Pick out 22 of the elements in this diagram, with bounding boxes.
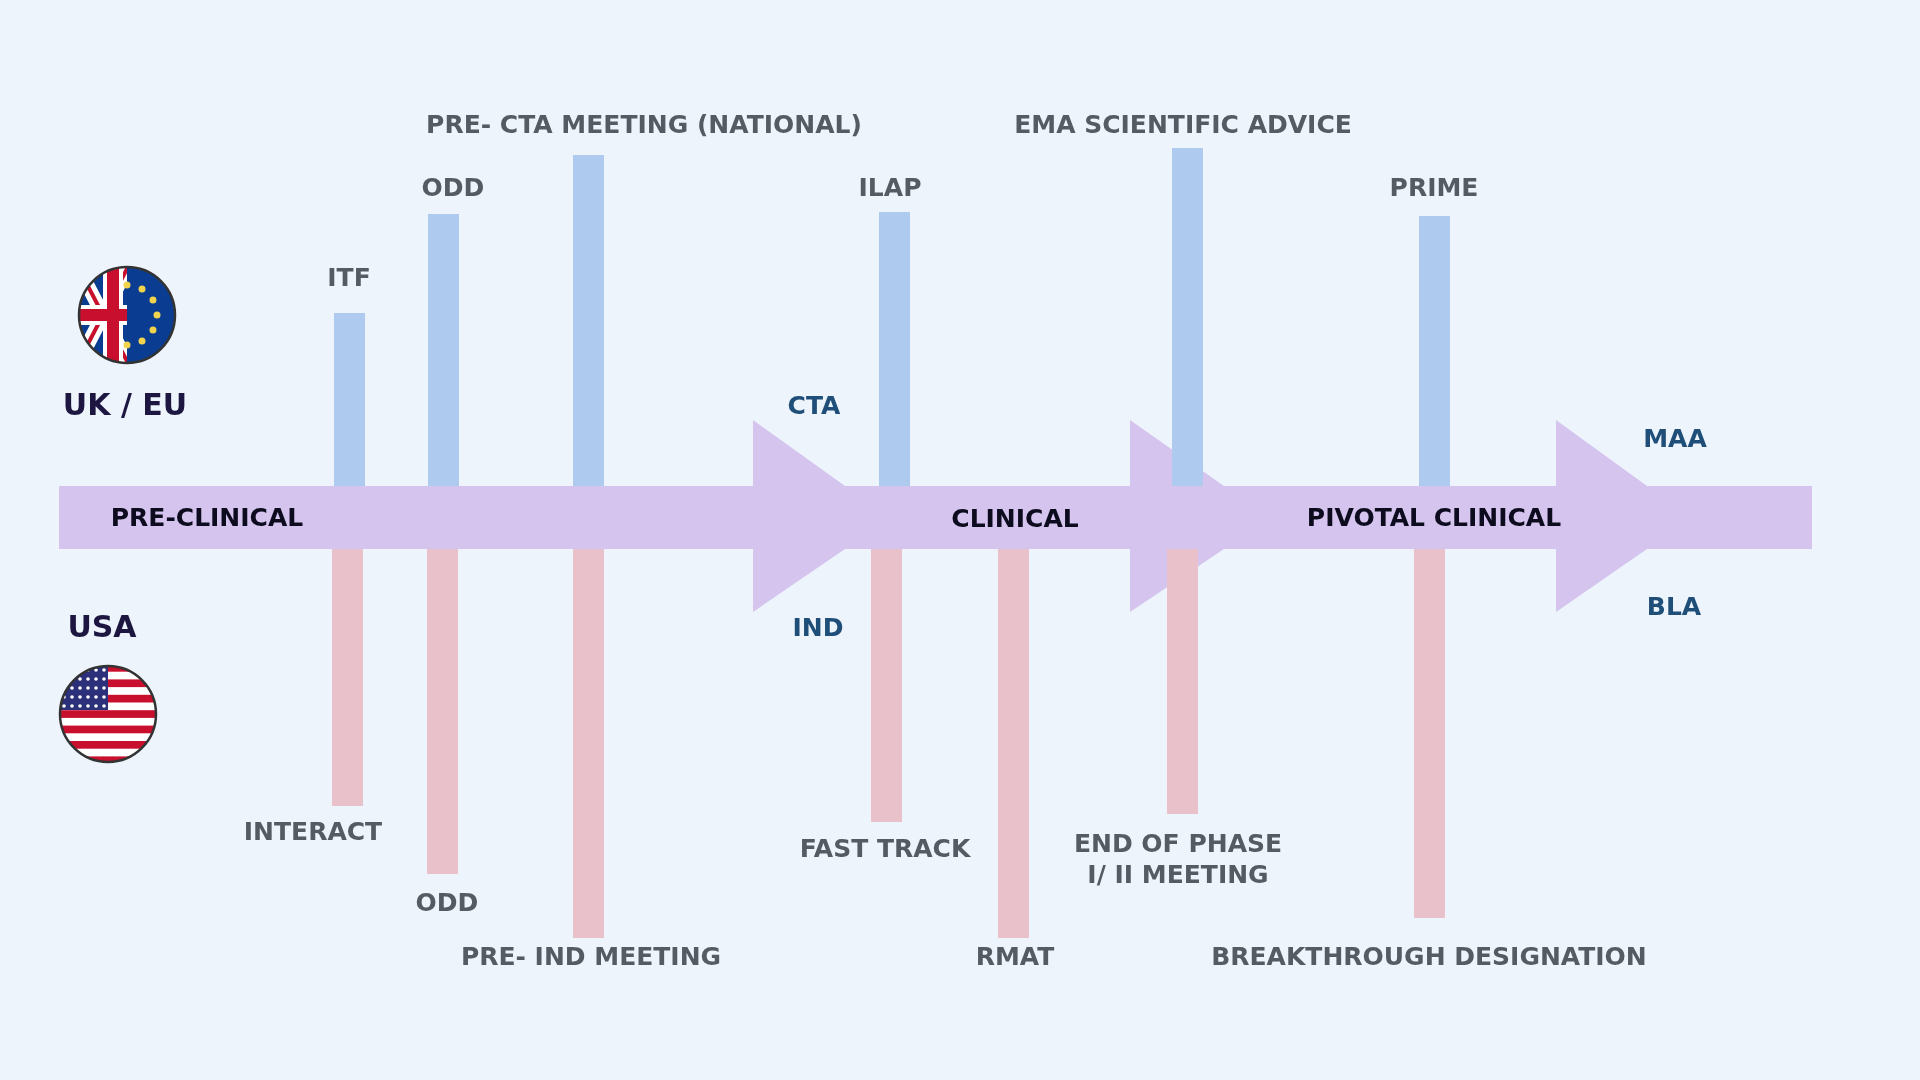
milestone-label: PRE- IND MEETING (460, 941, 722, 973)
milestone-label: INTERACT (243, 816, 383, 848)
milestone-label: END OF PHASE I/ II MEETING (1070, 828, 1286, 891)
milestone-label: ODD (421, 171, 485, 203)
application-label: CTA (787, 390, 841, 420)
milestone-label: ITF (327, 261, 371, 293)
milestone-label: EMA SCIENTIFIC ADVICE (1014, 108, 1352, 140)
milestone-label: RMAT (975, 941, 1055, 973)
phase-label: PIVOTAL CLINICAL (1306, 502, 1562, 532)
milestone-label: FAST TRACK (799, 833, 971, 865)
application-label: IND (792, 612, 844, 642)
application-label: MAA (1643, 423, 1707, 453)
milestone-label: BREAKTHROUGH DESIGNATION (1211, 941, 1647, 973)
region-label: UK / EU (62, 386, 188, 422)
phase-label: PRE-CLINICAL (110, 502, 304, 532)
phase-label: CLINICAL (951, 503, 1079, 533)
milestone-label: ILAP (858, 171, 922, 203)
region-label: USA (67, 608, 137, 644)
application-label: BLA (1646, 591, 1702, 621)
milestone-label: ODD (415, 887, 479, 919)
milestone-label: PRE- CTA MEETING (NATIONAL) (426, 108, 862, 140)
milestone-label: PRIME (1389, 171, 1479, 203)
